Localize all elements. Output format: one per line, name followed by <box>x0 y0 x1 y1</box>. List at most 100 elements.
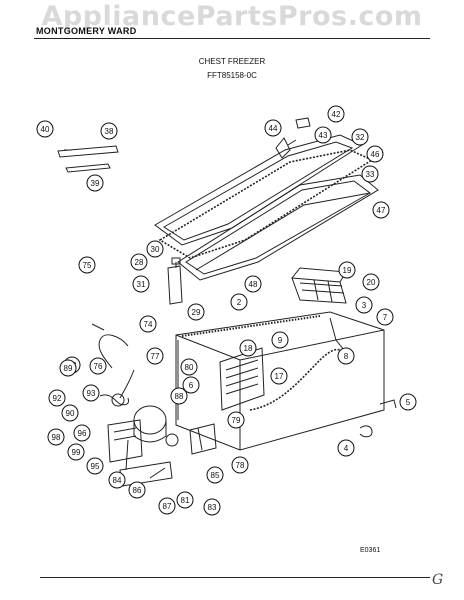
callout-40: 40 <box>36 120 54 138</box>
callout-circle <box>187 303 205 321</box>
callout-circle <box>239 339 257 357</box>
callout-circle <box>182 376 200 394</box>
callout-number: 74 <box>144 320 153 329</box>
callout-circle <box>376 308 394 326</box>
callout-number: 48 <box>249 280 258 289</box>
callout-2: 2 <box>230 293 248 311</box>
callout-number: 19 <box>343 266 352 275</box>
callout-28: 28 <box>130 253 148 271</box>
callout-number: 86 <box>133 486 142 495</box>
callout-98: 98 <box>47 428 65 446</box>
callout-number: 3 <box>362 301 367 310</box>
callout-32: 32 <box>351 128 369 146</box>
callout-96: 96 <box>73 424 91 442</box>
callout-number: 44 <box>269 124 278 133</box>
callout-circle <box>47 428 65 446</box>
callout-circle <box>78 256 96 274</box>
callout-circle <box>244 275 262 293</box>
callout-31: 31 <box>132 275 150 293</box>
callout-79: 79 <box>227 411 245 429</box>
callout-77: 77 <box>146 347 164 365</box>
callout-number: 93 <box>87 389 96 398</box>
basket-drawing <box>291 267 347 304</box>
callout-number: 46 <box>371 150 380 159</box>
callout-number: 39 <box>91 179 100 188</box>
callout-92: 92 <box>48 389 66 407</box>
callout-number: 38 <box>105 127 114 136</box>
callout-circle <box>337 347 355 365</box>
model-number: FFT85158-0C <box>207 71 257 80</box>
callout-circle <box>176 491 194 509</box>
callout-number: 6 <box>189 381 194 390</box>
callout-circle <box>327 105 345 123</box>
callout-33: 33 <box>361 165 379 183</box>
callout-circle <box>82 384 100 402</box>
callout-circle <box>146 347 164 365</box>
callout-circle <box>86 174 104 192</box>
callout-95: 95 <box>86 457 104 475</box>
callout-number: 85 <box>211 471 220 480</box>
footer-rule <box>40 577 430 578</box>
callout-circle <box>271 331 289 349</box>
callout-29: 29 <box>187 303 205 321</box>
callout-number: 20 <box>367 278 376 287</box>
callout-number: 29 <box>192 308 201 317</box>
callout-19: 19 <box>338 261 356 279</box>
callout-88: 88 <box>170 387 188 405</box>
callout-number: 47 <box>377 206 386 215</box>
callout-number: 18 <box>244 344 253 353</box>
callout-circle <box>170 387 188 405</box>
diagram-code: E0361 <box>360 547 381 554</box>
callout-number: 2 <box>237 298 242 307</box>
callout-90: 90 <box>61 404 79 422</box>
callout-number: 17 <box>275 372 284 381</box>
callout-circle <box>48 389 66 407</box>
callout-87: 87 <box>158 497 176 515</box>
lid-hinge-drawing <box>275 117 311 159</box>
callout-99: 99 <box>67 443 85 461</box>
callout-number: 28 <box>135 258 144 267</box>
callout-circle <box>372 201 390 219</box>
watermark: AppliancePartsPros.com <box>41 1 423 32</box>
callout-number: 9 <box>278 336 283 345</box>
callout-48: 48 <box>244 275 262 293</box>
callout-81: 81 <box>176 491 194 509</box>
callout-20: 20 <box>362 273 380 291</box>
callout-84: 84 <box>108 471 126 489</box>
callout-74: 74 <box>139 315 157 333</box>
callout-80: 80 <box>180 358 198 376</box>
callout-number: 32 <box>356 133 365 142</box>
callout-number: 31 <box>137 280 146 289</box>
callout-number: 4 <box>344 444 349 453</box>
callout-4: 4 <box>337 439 355 457</box>
callout-circle <box>230 293 248 311</box>
callout-number: 98 <box>52 433 61 442</box>
callout-number: 8 <box>344 352 349 361</box>
callout-number: 77 <box>151 352 160 361</box>
callout-9: 9 <box>271 331 289 349</box>
callout-circle <box>314 126 332 144</box>
callout-6: 6 <box>182 376 200 394</box>
callout-number: 76 <box>94 362 103 371</box>
callout-circle <box>227 411 245 429</box>
callout-3: 3 <box>355 296 373 314</box>
callout-75: 75 <box>78 256 96 274</box>
callout-circle <box>108 471 126 489</box>
callout-number: 79 <box>232 416 241 425</box>
callout-93: 93 <box>82 384 100 402</box>
callout-78: 78 <box>231 456 249 474</box>
callout-number: 95 <box>91 462 100 471</box>
callout-circle <box>231 456 249 474</box>
callout-circle <box>206 466 224 484</box>
header-rule <box>34 38 430 39</box>
callout-circle <box>399 393 417 411</box>
callout-46: 46 <box>366 145 384 163</box>
callout-number: 89 <box>64 364 73 373</box>
lid-assembly-drawing <box>154 134 379 281</box>
compressor-drawing <box>91 323 167 463</box>
callout-17: 17 <box>270 367 288 385</box>
callout-circle <box>355 296 373 314</box>
callout-circle <box>73 424 91 442</box>
